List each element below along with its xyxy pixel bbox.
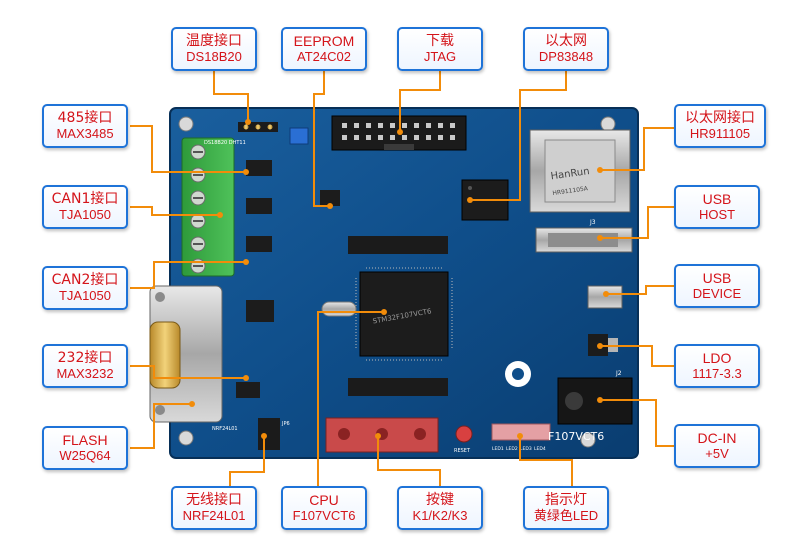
- callout-title: 485接口: [57, 109, 113, 126]
- silk-dht: DS18B20 DHT11: [204, 140, 246, 146]
- callout-usb-host: USB HOST: [674, 185, 760, 229]
- indicator-leds: LED1 LED2 LED3 LED4: [491, 423, 551, 452]
- reset-button: RESET: [454, 425, 473, 454]
- push-buttons: [325, 417, 439, 453]
- callout-dc-in: DC-IN +5V: [674, 424, 760, 468]
- callout-part: DS18B20: [186, 48, 242, 64]
- usb-device-port: [587, 285, 623, 309]
- led-label: LED1: [492, 446, 504, 452]
- callout-nrf24l01: 无线接口 NRF24L01: [171, 486, 257, 530]
- led-label: LED2: [506, 446, 518, 452]
- callout-rs232: 232接口 MAX3232: [42, 344, 128, 388]
- led-label: LED3: [520, 446, 532, 452]
- mount-hole: [178, 430, 194, 446]
- pin-headers: [258, 236, 448, 450]
- transceiver-chips: [236, 160, 340, 398]
- callout-ethernet: 以太网 DP83848: [523, 27, 609, 71]
- db9-connector: [149, 285, 223, 423]
- callout-title: CAN2接口: [51, 271, 119, 288]
- terminal-block: [181, 137, 235, 277]
- callout-jtag: 下载 JTAG: [397, 27, 483, 71]
- callout-rj45: 以太网接口 HR911105: [674, 104, 766, 148]
- callout-part: NRF24L01: [182, 507, 246, 523]
- mount-hole: [178, 116, 194, 132]
- callout-part: K1/K2/K3: [412, 507, 468, 523]
- leader-dots: [189, 119, 609, 439]
- mount-hole: [600, 116, 616, 132]
- callout-title: CPU: [309, 491, 339, 508]
- callout-part: DEVICE: [692, 285, 742, 301]
- callout-part: 1117-3.3: [692, 365, 742, 381]
- callout-flash: FLASH W25Q64: [42, 426, 128, 470]
- callout-title: USB: [702, 190, 732, 207]
- led-label: LED4: [534, 446, 546, 452]
- silk-j3: J3: [589, 219, 596, 226]
- callout-part: DP83848: [538, 48, 594, 64]
- callout-part: MAX3485: [56, 125, 114, 141]
- leader-lines: [130, 66, 674, 492]
- callout-title: 指示灯: [545, 491, 587, 508]
- dc-jack: J2: [557, 370, 633, 425]
- potentiometer: [289, 127, 309, 145]
- callout-title: LDO: [702, 349, 732, 366]
- callout-can1: CAN1接口 TJA1050: [42, 185, 128, 229]
- callout-title: 下载: [426, 32, 454, 49]
- callout-title: DC-IN: [697, 429, 737, 446]
- callout-leds: 指示灯 黄绿色LED: [523, 486, 609, 530]
- callout-eeprom: EEPROM AT24C02: [281, 27, 367, 71]
- callout-title: CAN1接口: [51, 190, 119, 207]
- callout-part: W25Q64: [59, 447, 111, 463]
- callout-title: 232接口: [57, 349, 113, 366]
- callout-part: JTAG: [423, 48, 457, 64]
- ds18b20-header: DS18B20 DHT11: [204, 122, 278, 146]
- callout-cpu: CPU F107VCT6: [281, 486, 367, 530]
- callout-part: TJA1050: [58, 206, 112, 222]
- callout-part: +5V: [705, 445, 729, 461]
- crystal: [321, 301, 357, 317]
- rj45-brand: HanRun: [550, 166, 590, 182]
- callout-title: FLASH: [62, 431, 108, 448]
- callout-title: 按键: [426, 491, 454, 508]
- silk-jp6: JP6: [281, 421, 290, 427]
- silk-model: F107VCT6: [548, 430, 604, 443]
- callout-title: 以太网: [545, 32, 587, 49]
- callout-part: F107VCT6: [292, 507, 356, 523]
- callout-part: 黄绿色LED: [533, 507, 599, 523]
- callout-part: HOST: [698, 206, 736, 222]
- callout-title: EEPROM: [293, 32, 355, 49]
- callout-part: TJA1050: [58, 287, 112, 303]
- callout-ds18b20: 温度接口 DS18B20: [171, 27, 257, 71]
- silk-j2: J2: [615, 370, 622, 377]
- callout-ldo: LDO 1117-3.3: [674, 344, 760, 388]
- callout-can2: CAN2接口 TJA1050: [42, 266, 128, 310]
- pcb-board: DS18B20 DHT11 HanRun HR911105A J3: [149, 107, 639, 459]
- mount-hole: [580, 432, 596, 448]
- callout-part: HR911105: [689, 125, 751, 141]
- silk-nrf: NRF24L01: [212, 426, 238, 432]
- callout-title: 无线接口: [186, 491, 242, 508]
- callout-title: USB: [702, 269, 732, 286]
- silk-reset: RESET: [454, 448, 471, 454]
- usb-host-port: [535, 227, 633, 253]
- callout-usb-device: USB DEVICE: [674, 264, 760, 308]
- callout-keys: 按键 K1/K2/K3: [397, 486, 483, 530]
- callout-part: AT24C02: [297, 48, 351, 64]
- rj45-jack: HanRun HR911105A J3: [529, 129, 631, 226]
- callout-rs485: 485接口 MAX3485: [42, 104, 128, 148]
- callout-part: MAX3232: [56, 365, 114, 381]
- callout-title: 以太网接口: [685, 109, 755, 126]
- cpu-chip: STM32F107VCT6: [355, 267, 453, 361]
- callout-title: 温度接口: [186, 32, 242, 49]
